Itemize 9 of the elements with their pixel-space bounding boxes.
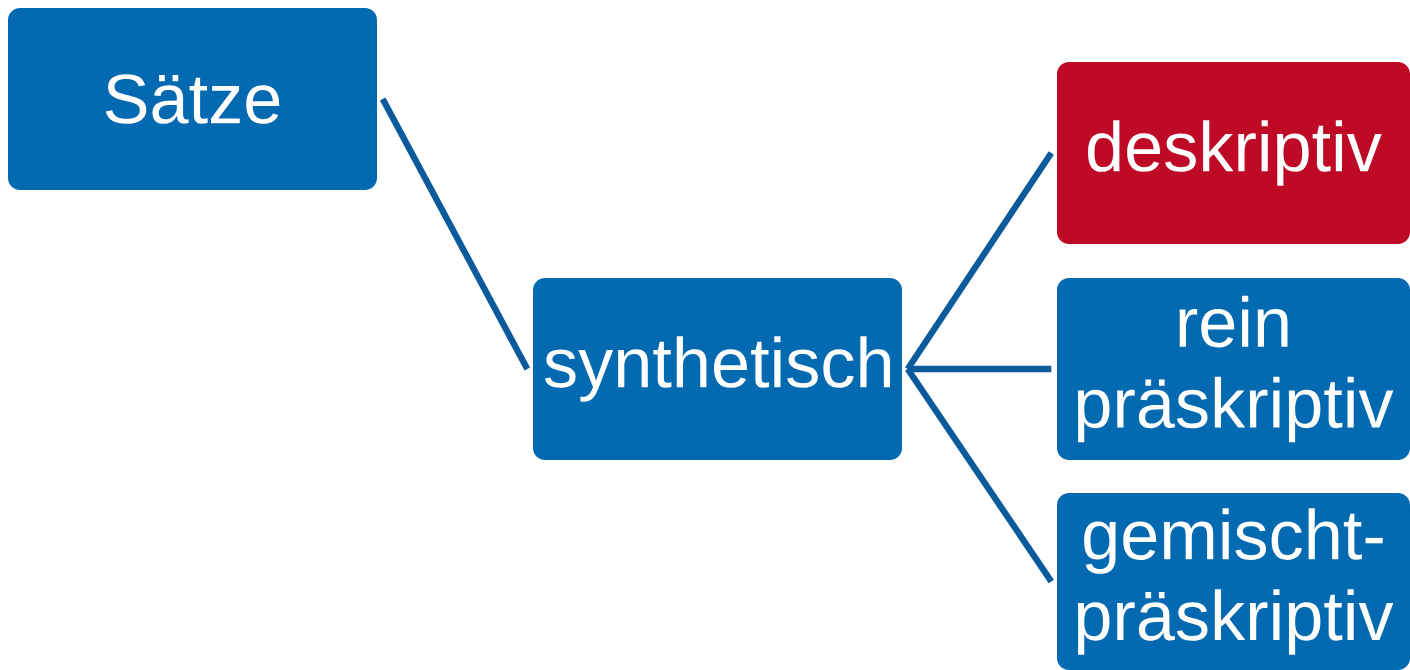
process-box: deskriptiv — [1057, 62, 1410, 244]
process-box: synthetisch — [533, 278, 902, 460]
connector-line — [379, 97, 531, 371]
process-box: Sätze — [8, 8, 377, 190]
connector-line — [907, 365, 1052, 373]
connector-line — [905, 151, 1054, 371]
process-box: gemischt-präskriptiv — [1057, 493, 1410, 670]
connector-line — [905, 367, 1054, 584]
process-box: rein präskriptiv — [1057, 278, 1410, 460]
